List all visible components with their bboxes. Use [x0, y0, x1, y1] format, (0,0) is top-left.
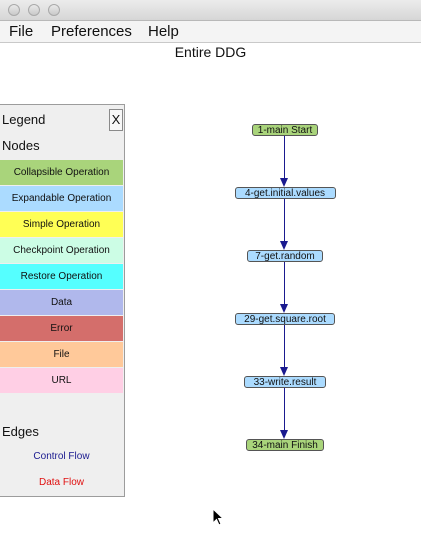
menu-file[interactable]: File [9, 23, 34, 40]
legend-node-simple-operation: Simple Operation [0, 212, 123, 237]
graph-node[interactable]: 4-get.initial.values [234, 187, 336, 199]
close-window-button[interactable] [8, 4, 20, 16]
arrowhead-icon [280, 241, 288, 250]
arrowhead-icon [280, 304, 288, 313]
legend-node-file: File [0, 342, 123, 367]
minimize-window-button[interactable] [28, 4, 40, 16]
legend-edge-data-flow: Data Flow [38, 477, 84, 488]
control-flow-edge [284, 325, 285, 367]
menu-bar: File Preferences Help [0, 21, 421, 43]
control-flow-edge [284, 199, 285, 241]
legend-node-url: URL [0, 368, 123, 393]
legend-title: Legend [2, 112, 46, 127]
legend-close-button[interactable]: X [109, 109, 123, 131]
arrowhead-icon [280, 367, 288, 376]
window-title-bar [0, 0, 421, 21]
menu-help[interactable]: Help [148, 23, 179, 40]
zoom-window-button[interactable] [48, 4, 60, 16]
graph-node[interactable]: 29-get.square.root [235, 313, 335, 325]
legend-nodes-label: Nodes [2, 138, 40, 153]
legend-node-error: Error [0, 316, 123, 341]
menu-preferences[interactable]: Preferences [51, 23, 132, 40]
graph-node[interactable]: 7-get.random [247, 250, 323, 262]
legend-node-data: Data [0, 290, 123, 315]
legend-node-restore-operation: Restore Operation [0, 264, 123, 289]
arrowhead-icon [280, 430, 288, 439]
graph-node[interactable]: 1-main Start [252, 124, 318, 136]
arrowhead-icon [280, 178, 288, 187]
control-flow-edge [284, 262, 285, 304]
legend-node-collapsible-operation: Collapsible Operation [0, 160, 123, 185]
legend-node-expandable-operation: Expandable Operation [0, 186, 123, 211]
legend-edges-label: Edges [2, 424, 39, 439]
legend-node-checkpoint-operation: Checkpoint Operation [0, 238, 123, 263]
control-flow-edge [284, 136, 285, 178]
mouse-cursor-icon [212, 508, 224, 526]
graph-title: Entire DDG [174, 44, 247, 60]
graph-node[interactable]: 34-main Finish [246, 439, 324, 451]
control-flow-edge [284, 388, 285, 430]
legend-edge-control-flow: Control Flow [33, 451, 90, 462]
graph-node[interactable]: 33-write.result [244, 376, 326, 388]
